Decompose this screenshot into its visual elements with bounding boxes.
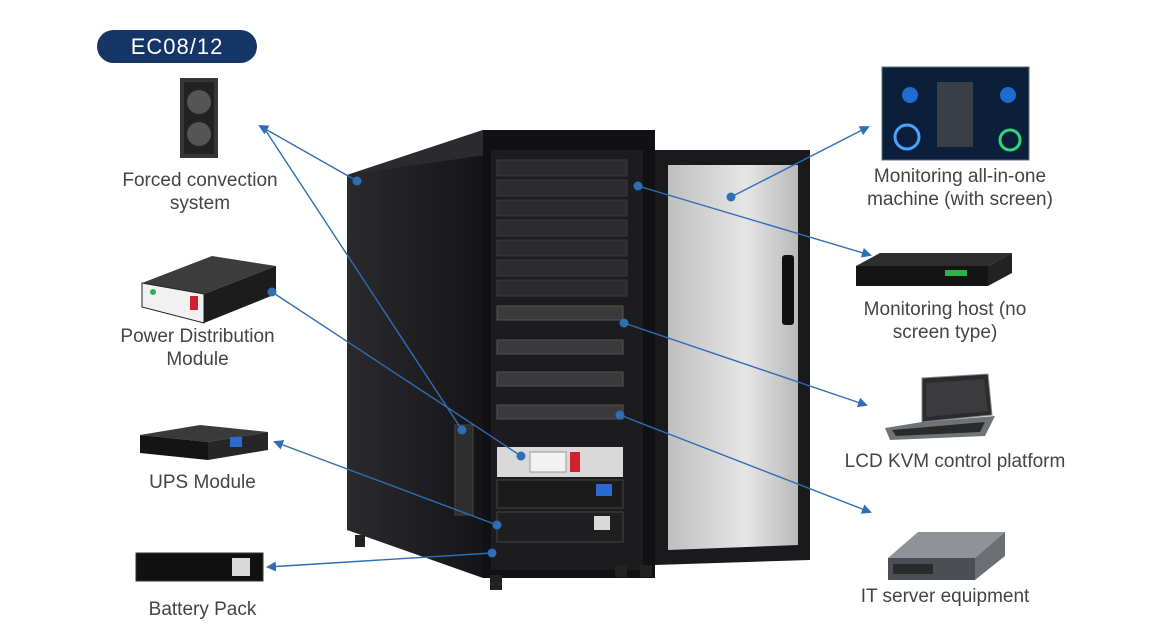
arrow-power-distribution	[271, 291, 522, 457]
label-it-server: IT server equipment	[860, 586, 1030, 607]
monitoring-host-image	[856, 253, 1012, 286]
label-lcd-kvm: LCD KVM control platform	[844, 451, 1066, 472]
label-monitoring-all-in-one: Monitoring all-in-one machine (with scre…	[867, 166, 1053, 210]
label-ups-module: UPS Module	[149, 472, 256, 493]
forced-convection-image	[180, 78, 218, 158]
arrow-lcd-kvm	[623, 322, 868, 408]
arrow-forced-convection-1	[258, 125, 358, 182]
label-power-distribution: Power Distribution Module	[120, 326, 275, 370]
monitoring-all-in-one-image	[881, 66, 1030, 161]
label-battery-pack: Battery Pack	[148, 599, 257, 620]
arrow-battery	[266, 552, 493, 572]
power-distribution-image	[141, 256, 276, 324]
arrow-it-server	[619, 414, 872, 514]
arrow-monitoring-host	[637, 185, 872, 258]
arrow-ups	[273, 440, 498, 526]
battery-pack-image	[135, 552, 264, 582]
lcd-kvm-image	[885, 373, 995, 440]
model-badge: EC08/12	[97, 30, 257, 63]
label-forced-convection: Forced convection system	[122, 170, 278, 214]
arrow-monitoring-all-in-one	[730, 126, 870, 198]
label-monitoring-host: Monitoring host (no screen type)	[863, 299, 1027, 343]
it-server-image	[888, 532, 1005, 580]
server-cabinet	[347, 130, 810, 590]
ups-module-image	[140, 425, 268, 460]
arrow-forced-convection-2	[263, 127, 463, 431]
callout-arrows	[258, 125, 872, 572]
callout-dots	[267, 176, 736, 558]
